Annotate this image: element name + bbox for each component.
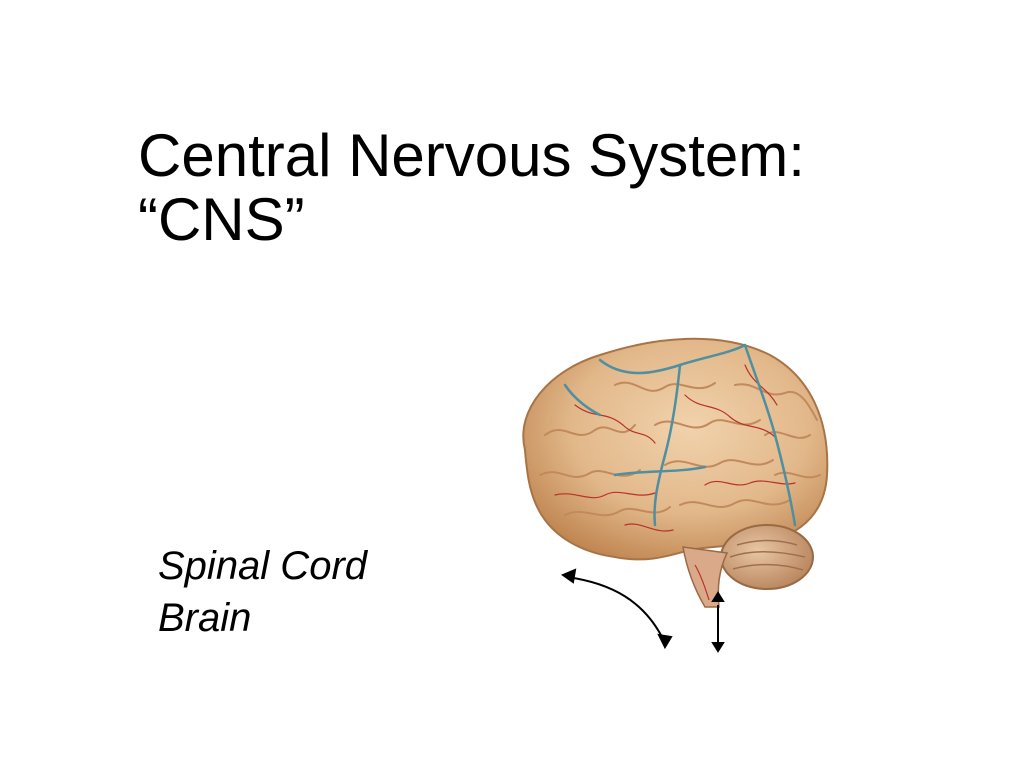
slide-title: Central Nervous System: “CNS” (138, 124, 938, 252)
label-brain: Brain (158, 596, 252, 640)
pointer-arrows (560, 568, 725, 653)
spinal-cord-arrow (566, 576, 666, 644)
cerebellum (720, 524, 814, 590)
title-line-1: Central Nervous System: (138, 122, 805, 189)
label-spinal-cord: Spinal Cord (158, 544, 368, 588)
cerebrum (522, 337, 829, 561)
figure-labels: Spinal Cord Brain (158, 540, 367, 644)
brainstem (682, 546, 729, 608)
brain-illustration (522, 337, 829, 653)
title-line-2: “CNS” (138, 186, 305, 253)
